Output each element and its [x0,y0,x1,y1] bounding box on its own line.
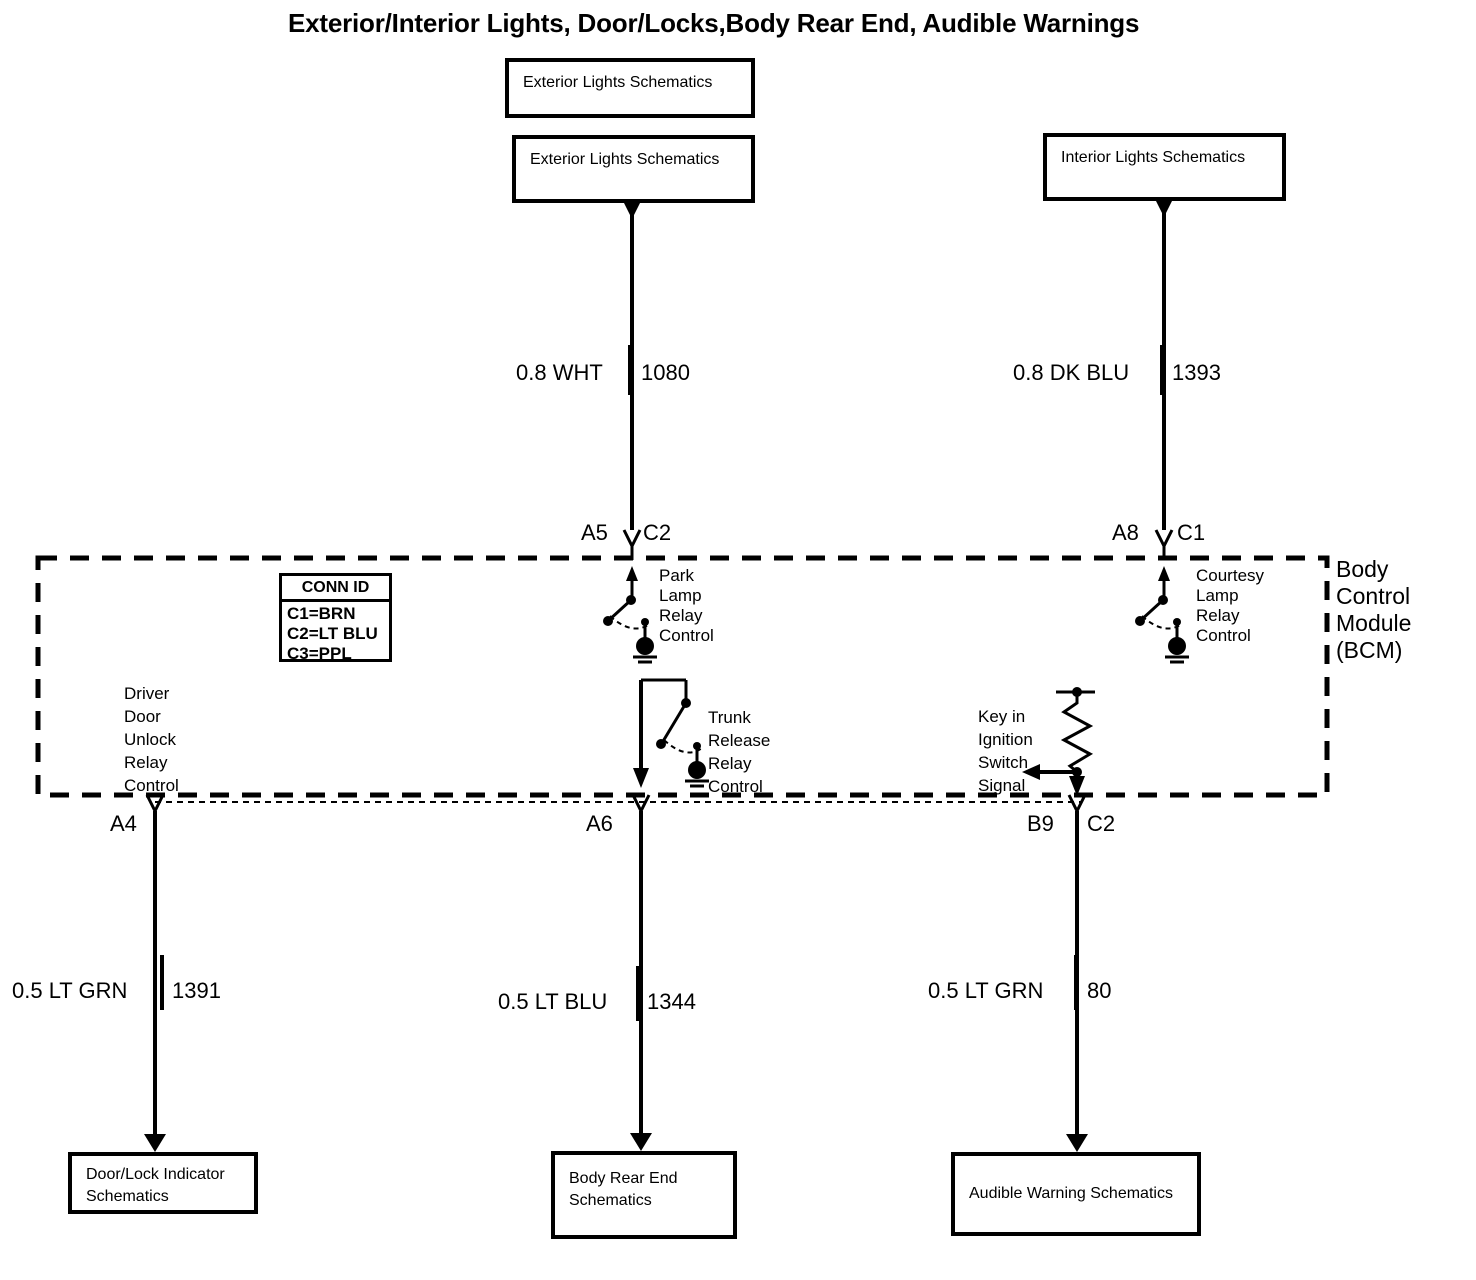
conn-id-table: CONN ID C1=BRN C2=LT BLU C3=PPL [279,573,392,663]
bcm-label-line-2: Control [1336,583,1411,609]
courtesy-lamp-relay-switch-symbol [1135,566,1189,664]
driver-door-unlock-relay-control-line-3: Unlock [124,730,176,749]
conn-id-header: CONN ID [282,576,389,602]
arrow-down-icon [1156,201,1172,217]
reference-box-label-line-1: Door/Lock Indicator [86,1166,225,1183]
pin-b9-terminal: B9 [1027,811,1054,836]
trunk-release-relay-switch-symbol [633,678,709,788]
reference-box-body-rear-end[interactable]: Body Rear End Schematics [551,1151,737,1239]
reference-box-exterior-lights-2[interactable]: Exterior Lights Schematics [512,135,755,203]
pin-a8-connector: C1 [1177,520,1206,545]
reference-box-label-line-2: Schematics [86,1188,169,1205]
switch-contact-node [603,616,613,626]
wire-label-1393-circuit: 1393 [1172,360,1221,385]
courtesy-lamp-relay-control-line-2: Lamp [1196,586,1239,605]
wire-path-80 [1066,794,1088,1152]
wire-label-1391-gauge: 0.5 LT GRN [12,978,128,1003]
courtesy-lamp-relay-control-line-4: Control [1196,626,1251,645]
junction-node [1072,767,1082,777]
conn-id-row-c1: C1=BRN [287,604,356,623]
reference-box-audible-warning[interactable]: Audible Warning Schematics [951,1152,1201,1236]
reference-box-label: Exterior Lights Schematics [523,74,713,91]
switch-actuation-dash [609,615,651,630]
reference-box-label-line-1: Body Rear End [569,1170,678,1187]
wire-label-1344-circuit: 1344 [647,989,696,1014]
key-in-ignition-resistor-symbol [1022,687,1095,796]
courtesy-lamp-relay-control-line-3: Relay [1196,606,1240,625]
wire-label-1080-circuit: 1080 [641,360,690,385]
bcm-label-line-4: (BCM) [1336,637,1403,663]
pin-a5-terminal: A5 [581,520,608,545]
park-lamp-relay-control-line-1: Park [659,566,694,585]
arrow-up-icon [1158,566,1170,581]
pin-a6-terminal: A6 [586,811,613,836]
wire-path-1391 [144,794,166,1152]
wire-label-1080-gauge: 0.8 WHT [516,360,603,385]
arrow-up-icon [626,566,638,581]
arrow-down-icon [1066,1134,1088,1152]
reference-box-door-lock-indicator[interactable]: Door/Lock Indicator Schematics [68,1152,258,1214]
key-in-ignition-switch-signal-line-3: Switch [978,753,1029,772]
trunk-release-relay-control-line-1: Trunk [708,708,751,727]
wire-label-1393-gauge: 0.8 DK BLU [1013,360,1130,385]
reference-box-label: Exterior Lights Schematics [530,151,720,168]
wire-path-1393 [1154,201,1174,560]
reference-box-label: Interior Lights Schematics [1061,149,1246,166]
arrow-down-icon [1069,776,1085,796]
key-in-ignition-switch-signal-line-1: Key in [978,707,1026,726]
park-lamp-relay-control-line-4: Control [659,626,714,645]
reference-box-label: Audible Warning Schematics [969,1185,1173,1202]
reference-box-interior-lights[interactable]: Interior Lights Schematics [1043,133,1286,201]
page-title: Exterior/Interior Lights, Door/Locks,Bod… [288,8,1140,38]
conn-id-row-c3: C3=PPL [287,644,352,663]
wire-label-80-circuit: 80 [1087,978,1112,1003]
ground-node [1168,637,1186,655]
resistor-icon [1060,692,1094,774]
trunk-release-relay-control-line-2: Release [708,731,771,750]
wire-label-1391-circuit: 1391 [172,978,221,1003]
junction-node [1072,687,1082,697]
switch-pivot-node [681,698,691,708]
bcm-label-line-1: Body [1336,556,1389,582]
arrow-down-icon [144,1134,166,1152]
wire-label-1344-gauge: 0.5 LT BLU [498,989,608,1014]
park-lamp-relay-switch-symbol [603,566,657,664]
switch-contact-node [656,739,666,749]
reference-box-label-line-2: Schematics [569,1192,652,1209]
driver-door-unlock-relay-control-line-1: Driver [124,684,170,703]
driver-door-unlock-relay-control-line-5: Control [124,776,179,795]
wire-label-80-gauge: 0.5 LT GRN [928,978,1044,1003]
ground-node [636,637,654,655]
arrow-down-icon [633,768,649,788]
wire-path-1080 [622,203,642,560]
switch-pivot-node [1158,595,1168,605]
park-lamp-relay-control-line-3: Relay [659,606,703,625]
arrow-down-icon [624,203,640,219]
trunk-release-relay-control-line-4: Control [708,777,763,796]
ground-node [688,761,706,779]
pin-b9-connector: C2 [1087,811,1116,836]
driver-door-unlock-relay-control-line-2: Door [124,707,161,726]
switch-pivot-node [626,595,636,605]
courtesy-lamp-relay-control-line-1: Courtesy [1196,566,1265,585]
park-lamp-relay-control-line-2: Lamp [659,586,702,605]
arrow-down-icon [630,1133,652,1151]
wire-path-1344 [630,794,652,1151]
conn-id-row-c2: C2=LT BLU [287,624,378,643]
key-in-ignition-switch-signal-line-4: Signal [978,776,1026,795]
trunk-release-relay-control-line-3: Relay [708,754,752,773]
pin-a5-connector: C2 [643,520,672,545]
reference-box-exterior-lights-1[interactable]: Exterior Lights Schematics [505,58,755,118]
switch-contact-node [1135,616,1145,626]
bcm-label-line-3: Module [1336,610,1412,636]
driver-door-unlock-relay-control-line-4: Relay [124,753,168,772]
switch-actuation-dash [663,739,703,754]
pin-a8-terminal: A8 [1112,520,1139,545]
key-in-ignition-switch-signal-line-2: Ignition [978,730,1033,749]
pin-a4-terminal: A4 [110,811,137,836]
switch-actuation-dash [1141,615,1183,630]
